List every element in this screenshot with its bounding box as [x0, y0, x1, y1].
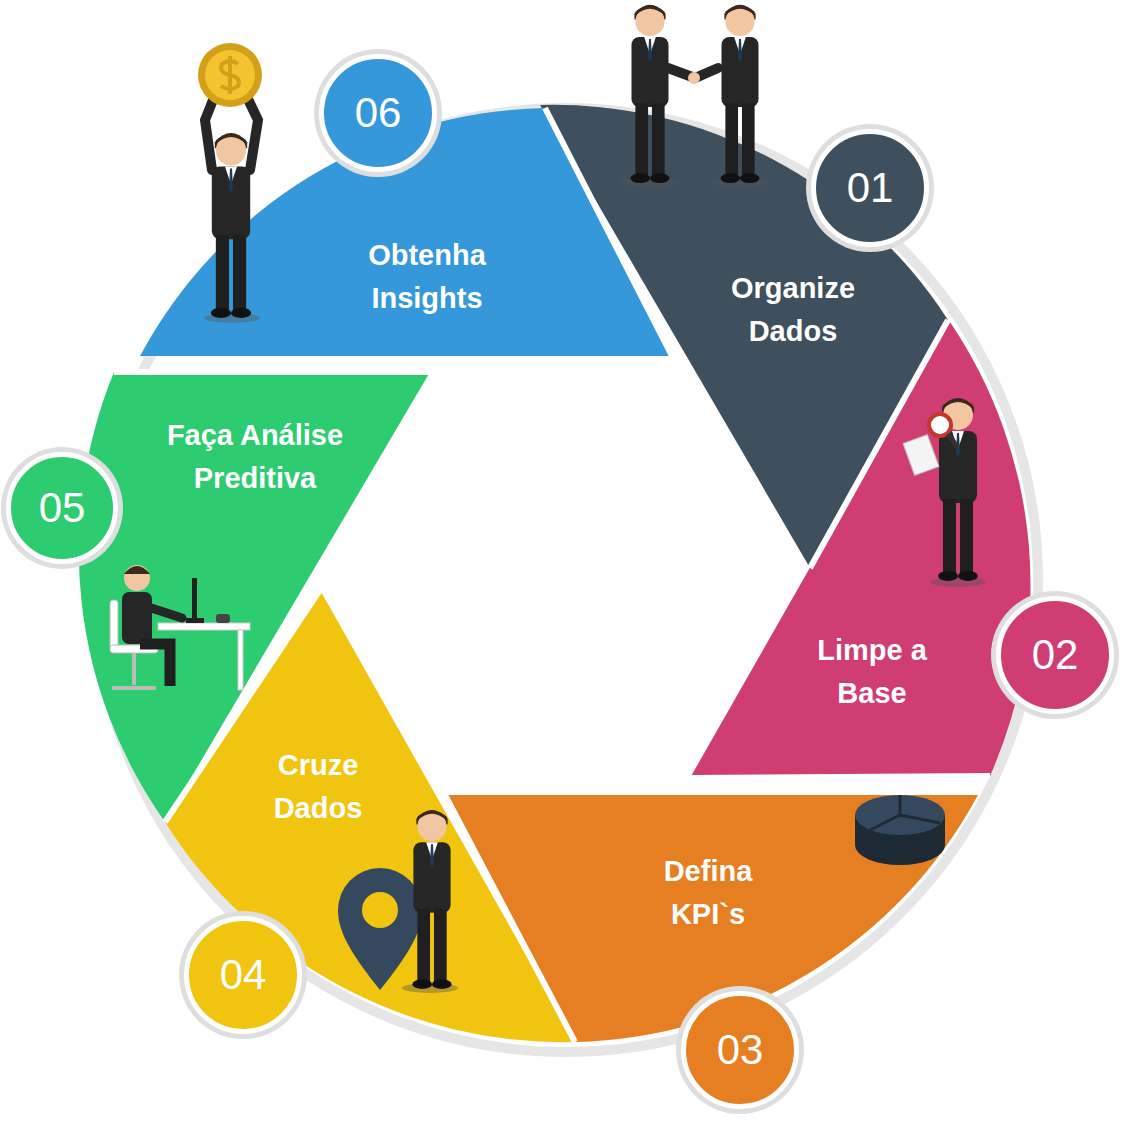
handshake-figures: [620, 5, 770, 187]
step-title: Organize Dados: [698, 267, 888, 354]
map-pin-figure: [338, 810, 458, 993]
step-number-circle: 04: [184, 916, 302, 1034]
step-number-circle: 02: [996, 596, 1114, 714]
step-label: Defina KPI`s: [628, 850, 788, 937]
step-number-circle: 03: [681, 991, 799, 1109]
step-number-circle: 06: [319, 54, 437, 172]
step-number-circle: 01: [811, 129, 929, 247]
step-title: Limpe a Base: [787, 629, 957, 716]
step-label: Limpe a Base: [787, 629, 957, 716]
step-label: Obtenha Insights: [332, 234, 522, 321]
step-number: 03: [717, 1026, 764, 1074]
step-number: 01: [847, 164, 894, 212]
step-number: 06: [355, 89, 402, 137]
blade-green: [79, 372, 430, 822]
step-title: Cruze Dados: [238, 744, 398, 831]
desk-figure: [110, 565, 250, 690]
step-number-circle: 05: [6, 452, 118, 564]
step-label: Faça Análise Preditiva: [135, 414, 375, 501]
magnifier-figure: [903, 398, 986, 587]
coin-figure: [198, 43, 262, 323]
step-number: 02: [1032, 631, 1079, 679]
step-label: Organize Dados: [698, 267, 888, 354]
blade-pink: [690, 322, 1031, 778]
step-title: Faça Análise Preditiva: [135, 414, 375, 501]
step-label: Cruze Dados: [238, 744, 398, 831]
aperture-blades: [79, 105, 1031, 1042]
step-title: Obtenha Insights: [332, 234, 522, 321]
step-title: Defina KPI`s: [628, 850, 788, 937]
pie-chart-icon: [855, 795, 945, 865]
step-number: 04: [220, 951, 267, 999]
step-number: 05: [39, 484, 86, 532]
